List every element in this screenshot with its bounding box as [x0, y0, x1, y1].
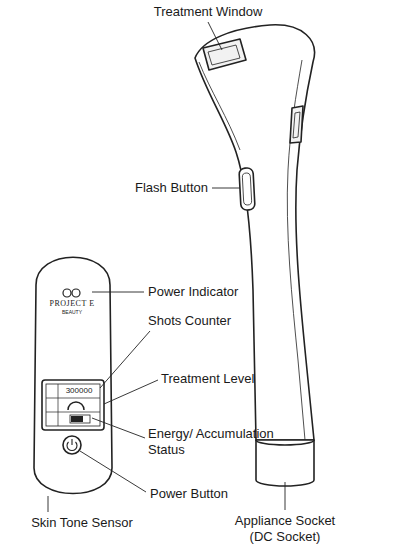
part-label: Treatment Level: [161, 371, 254, 387]
part-label: Appliance Socket (DC Socket): [225, 513, 345, 544]
part-label: Power Indicator: [148, 284, 238, 300]
display-readout: 300000: [66, 386, 93, 396]
brand-logo: PROJECT E: [49, 299, 94, 309]
part-label: Flash Button: [135, 180, 208, 196]
part-label: Energy/ Accumulation Status: [148, 426, 288, 457]
handset-front: [34, 257, 112, 493]
handset-side: [195, 25, 315, 486]
part-label: Power Button: [150, 486, 228, 502]
part-label: Treatment Window: [154, 4, 263, 20]
part-label: Shots Counter: [148, 313, 231, 329]
part-label: Skin Tone Sensor: [31, 515, 133, 531]
brand-logo: BEAUTY: [62, 309, 82, 315]
